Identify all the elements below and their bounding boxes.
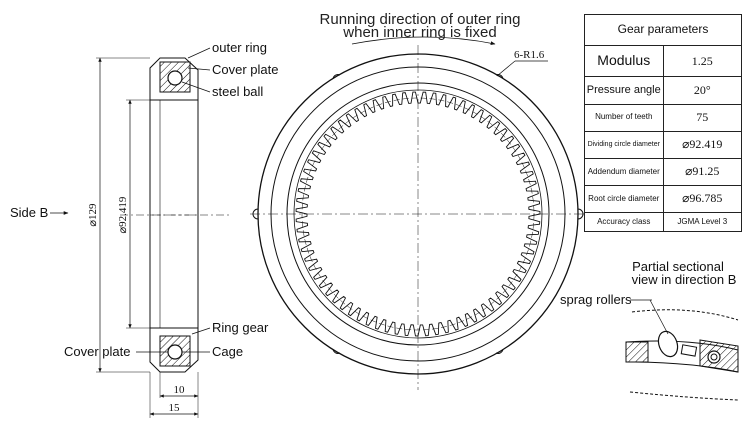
param-name: Accuracy class [584,212,664,232]
notch-upper-left [332,74,341,80]
ring-gear-body [149,99,199,329]
gear-parameters-table: Gear parameters Modulus 1.25 Pressure an… [584,14,742,232]
detail-title-line-1: Partial sectional [632,259,724,274]
label-outer-ring: outer ring [212,40,267,55]
param-name: Dividing circle diameter [584,130,664,159]
label-cage: Cage [212,344,243,359]
cover-plate-circle [286,82,550,346]
notch-left [252,208,259,220]
param-value: ⌀92.419 [662,130,742,159]
upper-steel-ball [167,70,183,86]
title-line-2: when inner ring is fixed [342,24,496,41]
param-value: JGMA Level 3 [662,212,742,232]
detail-view [625,299,739,401]
param-name: Addendum diameter [584,157,664,187]
param-value: 1.25 [662,44,742,78]
callout-r16: 6-R1.6 [514,49,545,61]
param-name: Pressure angle [584,76,664,105]
lower-body [149,327,199,373]
label-side-b: Side B [10,205,48,220]
param-name: Root circle diameter [584,184,664,214]
lower-steel-ball [167,344,183,360]
label-ring-gear: Ring gear [212,320,269,335]
param-value: 75 [662,103,742,132]
dividing-circle [301,97,535,331]
sprag-roller [657,330,679,358]
notch-right [577,208,584,220]
param-value: 20° [662,76,742,105]
dim-15-text: 15 [169,402,181,414]
table-row: Root circle diameter ⌀96.785 [584,184,742,214]
dim-10-text: 10 [174,384,186,396]
label-cover-plate-top: Cover plate [212,62,278,77]
label-sprag-rollers: sprag rollers [560,292,632,307]
table-row: Pressure angle 20° [584,76,742,105]
detail-title-line-2: view in direction B [632,272,737,287]
table-row: Addendum diameter ⌀91.25 [584,157,742,187]
front-view [250,45,585,390]
cover-plate-inner-circle [293,89,543,339]
table-row: Dividing circle diameter ⌀92.419 [584,130,742,159]
dim-outer-text: ⌀129 [87,203,99,227]
param-value: ⌀96.785 [662,184,742,214]
param-value: ⌀91.25 [662,157,742,187]
table-row: Modulus 1.25 [584,44,742,78]
table-row: Accuracy class JGMA Level 3 [584,212,742,232]
rotation-direction-arrow [351,36,496,46]
table-header: Gear parameters [584,14,742,46]
outer-ring-inner-circle [270,66,566,362]
label-steel-ball: steel ball [212,84,263,99]
label-cover-plate-bottom: Cover plate [64,344,130,359]
notch-lower-right [495,348,504,354]
title-line-1: Running direction of outer ring [320,11,521,28]
table-row: Number of teeth 75 [584,103,742,132]
outer-ring-circle [257,53,579,375]
section-view [50,47,230,418]
dim-dividing-text: ⌀92.419 [117,196,129,233]
table-header-row: Gear parameters [584,14,742,46]
notch-upper-right [495,74,504,80]
param-name: Number of teeth [584,103,664,132]
ring-gear-teeth [295,91,541,337]
param-name: Modulus [584,44,664,78]
notch-lower-left [332,348,341,354]
